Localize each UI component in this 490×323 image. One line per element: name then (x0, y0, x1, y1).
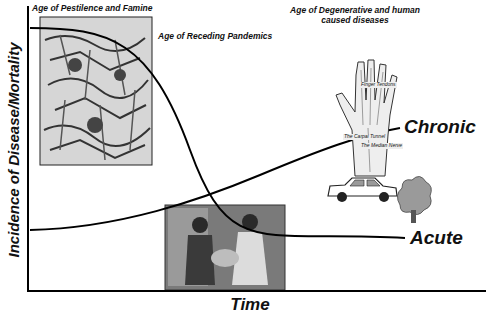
part-label: The Carpal Tunnel (343, 134, 386, 140)
era-heading: Age of Receding Pandemics (158, 32, 272, 42)
clinic-photo (165, 205, 285, 290)
era-heading: Age of Pestilence and Famine (32, 4, 152, 14)
chronic-curve (30, 128, 400, 230)
acute-curve (30, 28, 405, 238)
axis-title: Incidence of Disease/Mortality (5, 42, 22, 257)
part-label: Finger Tendons (360, 82, 397, 88)
axis-line (28, 6, 486, 291)
woodcut-picture (40, 17, 152, 165)
smoke-cloud (397, 176, 431, 223)
era-heading: Age of Degenerative and human caused dis… (285, 6, 425, 26)
curve-label: Acute (410, 227, 463, 249)
part-label: The Median Nerve (360, 143, 403, 149)
curve-label: Chronic (404, 116, 476, 138)
axis-title: Time (230, 295, 269, 315)
car-drawing (328, 178, 397, 202)
hand-drawing (336, 60, 397, 176)
